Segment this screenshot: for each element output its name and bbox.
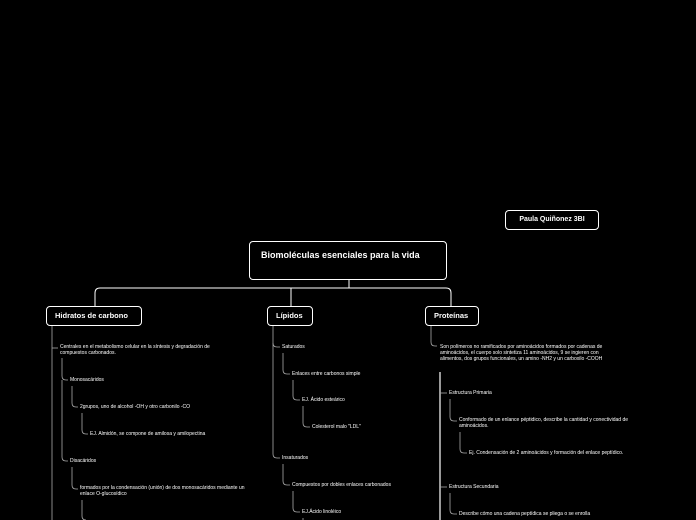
topic-lipids: Lípidos xyxy=(267,306,313,326)
topic-carbohydrates: Hidratos de carbono xyxy=(46,306,142,326)
carbs-disaccharides: Disacáridos xyxy=(70,458,97,464)
carbs-intro: Centrales en el metabolismo celular en l… xyxy=(60,344,210,356)
proteins-secondary-desc: Describe cómo una cadena peptídica se pl… xyxy=(459,511,591,517)
carbs-di-desc: formados por la condensación (unión) de … xyxy=(80,485,245,497)
lipids-unsat-desc: Compuestos por dobles enlaces carbonados xyxy=(292,482,391,488)
proteins-primary-example: Ej. Condensación de 2 aminoácidos y form… xyxy=(469,450,624,456)
lipids-sat-desc: Enlaces entre carbonos simple xyxy=(292,371,361,377)
carbs-monosaccharides: Monosacáridos xyxy=(70,377,104,383)
lipids-saturated: Saturados xyxy=(282,344,305,350)
proteins-primary-desc: Conformado de un enlance péptidico, desc… xyxy=(459,417,628,429)
author-label: Paula Quiñonez 3BI xyxy=(505,210,599,230)
lipids-unsaturated: Insaturados xyxy=(282,455,309,461)
proteins-primary: Estructura Primaria xyxy=(449,390,492,396)
lipids-sat-example-2: Colesterol malo "LDL" xyxy=(312,424,361,430)
carbs-mono-example: EJ. Almidón, se compone de amilosa y ami… xyxy=(90,431,206,437)
lipids-sat-example: EJ. Ácido esteárico xyxy=(302,397,345,403)
proteins-secondary: Estructura Secundaria xyxy=(449,484,499,490)
topic-proteins: Proteínas xyxy=(425,306,479,326)
lipids-unsat-example: EJ.Ácido linoléico xyxy=(302,509,342,515)
proteins-intro: Son polímeros no ramificados por aminoác… xyxy=(440,344,603,362)
root-topic: Biomoléculas esenciales para la vida xyxy=(249,241,447,280)
carbs-mono-desc: 2grupos, uno de alcohol -OH y otro carbo… xyxy=(80,404,191,410)
